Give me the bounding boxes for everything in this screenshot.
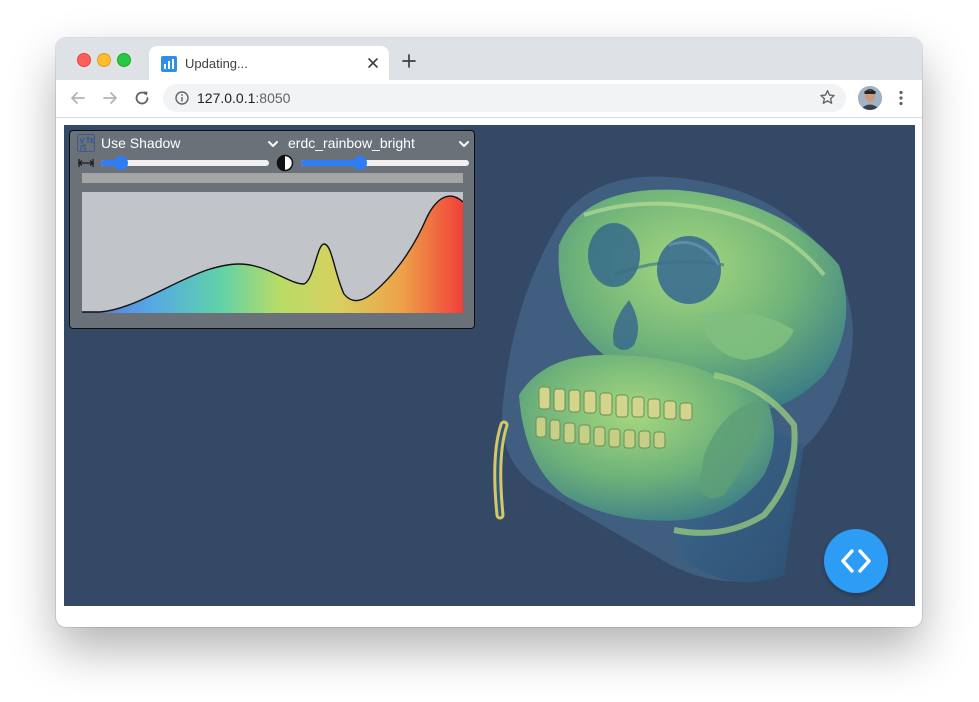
url-text[interactable]: 127.0.0.1:8050 — [197, 90, 290, 106]
minimize-window-button[interactable] — [97, 53, 111, 67]
data-range-bar[interactable] — [82, 173, 463, 183]
url-port: :8050 — [255, 90, 291, 106]
preset-select[interactable]: Use Shadow — [101, 135, 279, 153]
reload-icon[interactable] — [133, 89, 151, 107]
width-range-icon — [77, 159, 95, 167]
vtk-logo-icon — [77, 134, 95, 152]
chevron-down-icon — [459, 141, 469, 147]
maximize-window-button[interactable] — [117, 53, 131, 67]
new-tab-icon[interactable] — [401, 53, 417, 69]
url-host: 127.0.0.1 — [197, 90, 256, 106]
browser-toolbar: 127.0.0.1:8050 — [56, 80, 922, 118]
slider-track — [101, 160, 269, 166]
opacity-curve-line[interactable] — [82, 195, 463, 313]
slider-thumb[interactable] — [114, 156, 129, 170]
bookmark-star-icon[interactable] — [819, 89, 836, 106]
address-bar[interactable]: 127.0.0.1:8050 — [163, 84, 846, 112]
opacity-curve-fill — [82, 196, 463, 313]
contrast-icon — [276, 154, 294, 172]
piecewise-function-panel: Use Shadow erdc_rainbow_bright — [69, 130, 475, 329]
window-width-slider[interactable] — [101, 156, 269, 170]
contrast-slider[interactable] — [301, 156, 469, 170]
forward-arrow-icon[interactable] — [101, 89, 119, 107]
volume-rendering-skull[interactable] — [464, 155, 884, 595]
slider-thumb[interactable] — [352, 156, 367, 170]
avatar-icon — [858, 86, 882, 110]
chevron-down-icon — [268, 141, 278, 147]
slider-fill — [101, 160, 122, 166]
slider-fill — [301, 160, 360, 166]
colormap-select[interactable]: erdc_rainbow_bright — [288, 135, 470, 153]
vtk-viewport[interactable]: Use Shadow erdc_rainbow_bright — [64, 125, 915, 606]
back-arrow-icon[interactable] — [69, 89, 87, 107]
colormap-select-value: erdc_rainbow_bright — [288, 135, 415, 151]
browser-window: Updating... 127.0.0.1:8050 — [56, 38, 922, 627]
more-options-icon[interactable] — [892, 89, 910, 107]
opacity-transfer-function-editor[interactable] — [82, 192, 463, 313]
slider-track — [301, 160, 469, 166]
profile-avatar[interactable] — [858, 86, 882, 110]
browser-tab[interactable]: Updating... — [149, 46, 389, 80]
close-tab-icon[interactable] — [365, 55, 381, 71]
title-bar: Updating... — [56, 38, 922, 80]
chart-favicon-icon — [161, 56, 177, 72]
code-brackets-icon — [841, 549, 871, 573]
close-window-button[interactable] — [77, 53, 91, 67]
info-icon[interactable] — [175, 91, 189, 105]
tab-title: Updating... — [185, 56, 248, 71]
code-toggle-button[interactable] — [824, 529, 888, 593]
preset-select-value: Use Shadow — [101, 135, 181, 151]
